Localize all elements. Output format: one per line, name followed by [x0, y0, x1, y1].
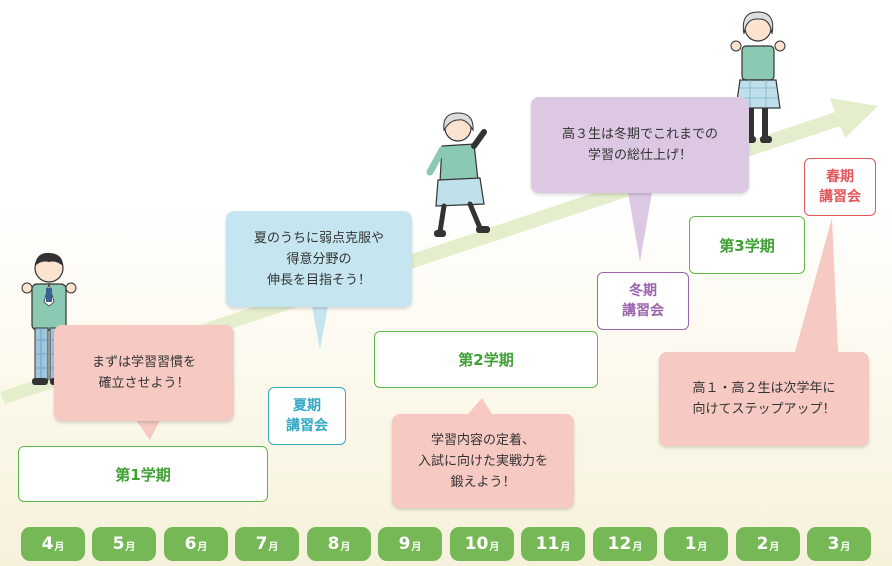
month-unit: 月 [632, 542, 643, 553]
term-1-label: 第1学期 [115, 465, 171, 484]
spring-course-line2: 講習会 [819, 189, 861, 205]
month-num: 12 [607, 534, 632, 554]
second-term-advice-bubble: 学習内容の定着、 入試に向けた実戦力を 鍛えよう！ [392, 414, 574, 508]
term-1-box: 第1学期 [18, 446, 268, 502]
summer-advice-line1: 夏のうちに弱点克服や [253, 230, 384, 246]
second-term-advice-line1: 学習内容の定着、 [430, 432, 535, 448]
second-term-advice-line3: 鍛えよう！ [450, 474, 516, 490]
term-2-label: 第2学期 [458, 351, 514, 369]
spring-advice-line1: 高１・高２生は次学年に [692, 381, 836, 396]
spring-course-line1: 春期 [826, 169, 854, 185]
month-unit: 月 [840, 542, 851, 553]
month-unit: 月 [489, 542, 500, 553]
month-num: 9 [398, 534, 411, 554]
month-unit: 月 [54, 542, 65, 553]
spring-course-box: 春期 講習会 [804, 158, 876, 216]
first-term-advice-bubble: まずは学習習慣を 確立させよう！ [54, 325, 234, 421]
summer-course-box: 夏期 講習会 [268, 387, 346, 445]
summer-advice-line3: 伸長を目指そう！ [266, 272, 371, 288]
winter-course-line1: 冬期 [629, 283, 657, 299]
month-unit: 月 [197, 542, 208, 553]
month-unit: 月 [697, 542, 708, 553]
second-term-advice-line2: 入試に向けた実戦力を [417, 453, 548, 469]
month-unit: 月 [560, 542, 571, 553]
month-num: 1 [684, 534, 697, 554]
winter-course-line2: 講習会 [622, 303, 664, 319]
month-unit: 月 [340, 542, 351, 553]
winter-advice-line1: 高３生は冬期でこれまでの [561, 127, 718, 142]
month-num: 4 [41, 534, 54, 554]
first-term-advice-line1: まずは学習習慣を [91, 355, 196, 370]
month-num: 8 [327, 534, 340, 554]
first-term-advice-line2: 確立させよう！ [98, 376, 190, 391]
month-num: 11 [535, 534, 560, 554]
term-3-box: 第3学期 [689, 216, 805, 274]
summer-course-line1: 夏期 [293, 398, 321, 414]
summer-advice-bubble: 夏のうちに弱点克服や 得意分野の 伸長を目指そう！ [226, 211, 412, 307]
month-num: 7 [255, 534, 268, 554]
month-unit: 月 [268, 542, 279, 553]
term-3-label: 第3学期 [719, 236, 775, 255]
month-num: 6 [184, 534, 197, 554]
month-unit: 月 [125, 542, 136, 553]
spring-advice-bubble: 高１・高２生は次学年に 向けてステップアップ！ [659, 352, 869, 446]
month-num: 10 [464, 534, 489, 554]
summer-advice-line2: 得意分野の [286, 251, 352, 267]
month-unit: 月 [769, 542, 780, 553]
summer-course-line2: 講習会 [286, 418, 328, 434]
winter-advice-bubble: 高３生は冬期でこれまでの 学習の総仕上げ！ [531, 97, 749, 193]
term-2-box: 第2学期 [374, 331, 598, 388]
spring-advice-line2: 向けてステップアップ！ [692, 402, 836, 417]
winter-course-box: 冬期 講習会 [597, 272, 689, 330]
month-num: 3 [827, 534, 840, 554]
student-boy-figure [21, 252, 77, 385]
student-girl-walking-figure [426, 112, 490, 237]
winter-advice-line2: 学習の総仕上げ！ [587, 148, 692, 163]
month-num: 2 [756, 534, 769, 554]
month-num: 5 [112, 534, 125, 554]
month-unit: 月 [411, 542, 422, 553]
